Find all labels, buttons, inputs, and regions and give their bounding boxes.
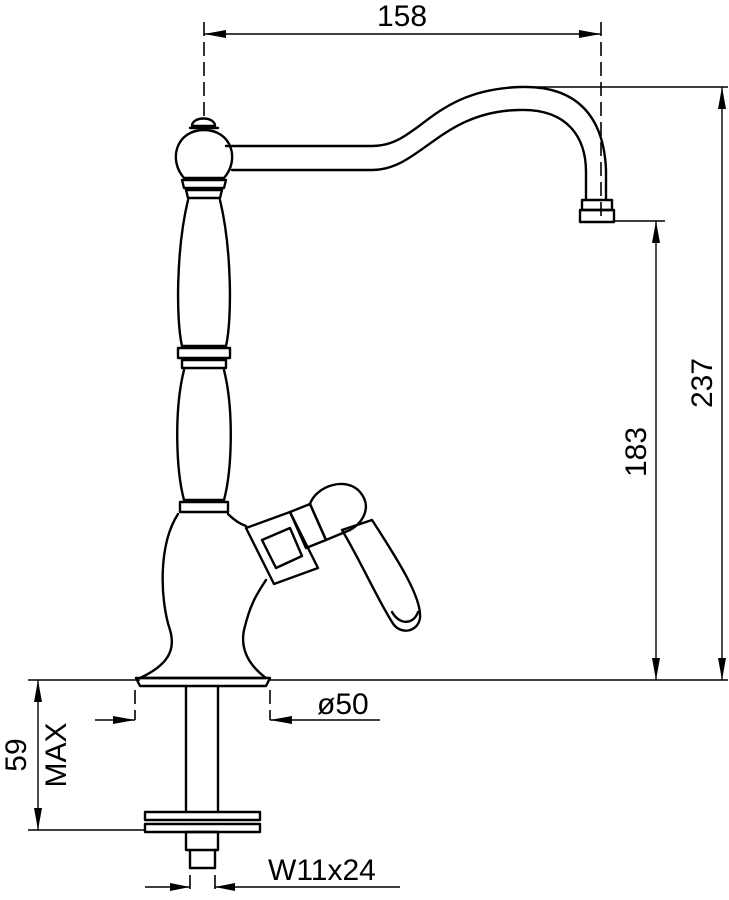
faucet-handle <box>244 482 422 632</box>
faucet-spout <box>224 85 616 224</box>
faucet-shank <box>143 684 262 870</box>
dim-label-59: 59 <box>0 738 33 771</box>
dim-label-diameter: ø50 <box>317 688 369 721</box>
dimension-shank-length: 59 MAX <box>0 680 73 830</box>
dimension-spout-height: 183 <box>620 221 660 680</box>
dimension-total-height: 237 <box>686 87 726 680</box>
extension-lines <box>28 86 728 831</box>
dim-label-thread: W11x24 <box>268 854 376 887</box>
dim-label-183: 183 <box>620 427 653 477</box>
reference-lines <box>134 22 602 895</box>
dim-label-max: MAX <box>40 722 73 787</box>
dim-label-237: 237 <box>686 358 719 408</box>
dimension-base-diameter: ø50 <box>95 688 380 724</box>
faucet-body <box>134 117 272 688</box>
dimension-spout-reach: 158 <box>204 0 601 38</box>
dimension-thread: W11x24 <box>145 854 400 891</box>
dim-label-158: 158 <box>377 0 427 33</box>
